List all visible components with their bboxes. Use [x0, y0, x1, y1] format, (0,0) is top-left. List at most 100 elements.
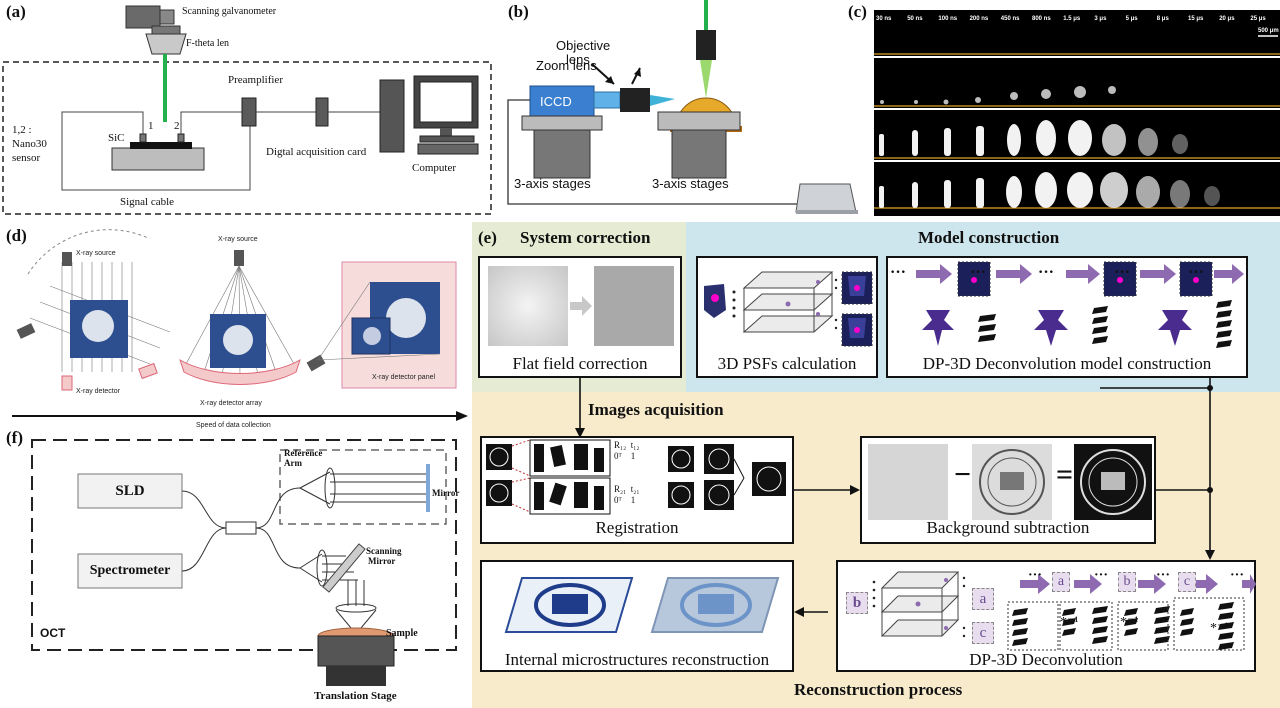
ellipsis-d1: ··· [1028, 568, 1043, 583]
digital-card-label: Digtal acquisition card [266, 146, 367, 158]
letter-c-seq: c [1178, 572, 1196, 592]
flow-connectors [575, 378, 1215, 617]
reference-arm-label-2: Arm [284, 458, 302, 468]
reconstruction-process-title: Reconstruction process [794, 680, 963, 699]
time-label: 50 ns [907, 16, 923, 22]
images-acquisition-title: Images acquisition [588, 400, 724, 419]
flat-field-box [478, 256, 682, 378]
panel-d-diagram [12, 229, 468, 421]
time-label: 3 μs [1094, 16, 1107, 22]
time-label: 8 μs [1156, 16, 1169, 22]
matrix-1: R₁₂ t₁₂ 0ᵀ 1 [614, 440, 640, 461]
ellipsis-4: ··· [1114, 264, 1131, 281]
equals-sign: = [1056, 458, 1074, 491]
time-label: 30 ns [876, 16, 892, 22]
sensor-label-1: 1,2 : [12, 124, 32, 136]
minus-sign: − [954, 458, 972, 491]
dp3d-deconv-box: b a c a b c ··· ··· ··· ··· [836, 560, 1256, 672]
flat-field-input-image [488, 266, 568, 346]
ellipsis-d2: ··· [1094, 568, 1109, 583]
panel-f-diagram [31, 439, 457, 686]
mirror-label: Mirror [432, 488, 460, 498]
letter-c-mid: c [972, 622, 994, 644]
background-subtraction-caption: Background subtraction [926, 518, 1090, 537]
panel-b-diagram [507, 0, 858, 214]
time-label: 100 ns [938, 16, 958, 22]
time-label: 20 μs [1219, 16, 1235, 22]
scanning-galvanometer-label: Scanning galvanometer [182, 6, 277, 17]
sensor-label-3: sensor [12, 152, 41, 164]
right-arrow-icon [570, 296, 592, 316]
time-label: 450 ns [1000, 16, 1020, 22]
panel-e-label: (e) [478, 228, 497, 247]
time-label: 800 ns [1032, 16, 1051, 22]
oct-label: OCT [40, 626, 66, 640]
inverse-op-2: *⁻¹ [1120, 615, 1139, 630]
matrix-2: R₂₁ t₂₁ 0ᵀ 1 [614, 484, 640, 505]
xray-detector-left-label: X-ray detector [76, 388, 120, 395]
background-image [868, 444, 948, 520]
ellipsis-3: ··· [1038, 264, 1055, 281]
dp3d-model-caption: DP-3D Deconvolution model construction [922, 354, 1212, 373]
time-label: 15 μs [1188, 16, 1204, 22]
stage-right-label: 3-axis stages [652, 176, 729, 191]
objective-lens-label-2: lens [566, 52, 590, 67]
xray-source-mid-label: X-ray source [218, 236, 258, 243]
panel-d-label: (d) [6, 226, 27, 245]
raw-image [972, 444, 1052, 520]
reference-arm-label-1: Reference [284, 448, 323, 458]
zoom-lens-label: Zoom lens [536, 58, 597, 73]
ellipsis-2: ··· [970, 264, 987, 281]
inverse-op-1: *⁻¹ [1060, 615, 1079, 630]
registration-box: R₁₂ t₁₂ 0ᵀ 1 R₂₁ t₂₁ 0ᵀ 1 [480, 436, 794, 544]
signal-cable-label: Signal cable [120, 196, 175, 208]
model-construction-title: Model construction [918, 228, 1060, 247]
translation-stage-label: Translation Stage [314, 690, 397, 702]
registration-caption: Registration [595, 518, 679, 537]
time-label: 25 μs [1250, 16, 1266, 22]
iccd-label: ICCD [540, 94, 572, 109]
subtracted-image [1074, 444, 1152, 520]
xray-detector-panel-label: X-ray detector panel [372, 374, 436, 381]
xray-detector-array-label: X-ray detector array [200, 400, 262, 407]
scanning-mirror-label-1: Scanning [366, 546, 402, 556]
sic-label: SiC [108, 132, 125, 144]
panel-a-diagram [2, 5, 492, 215]
panel-a-label: (a) [6, 2, 26, 21]
ellipsis-1: ··· [890, 264, 907, 281]
inverse-op-3: *⁻¹ [1210, 621, 1229, 636]
internal-recon-caption: Internal microstructures reconstruction [504, 650, 770, 669]
flat-field-output-image [594, 266, 674, 346]
computer-label: Computer [412, 162, 456, 174]
letter-b-seq: b [1118, 572, 1136, 592]
speed-label: Speed of data collection [196, 422, 271, 429]
preamplifier-label: Preamplifier [228, 74, 283, 86]
system-correction-title: System correction [520, 228, 651, 247]
scale-bar-label: 500 μm [1258, 28, 1279, 34]
letter-a-seq: a [1052, 572, 1070, 592]
sensor-label-2: Nano30 [12, 138, 47, 150]
ellipsis-d4: ··· [1230, 568, 1245, 583]
time-label: 200 ns [969, 16, 989, 22]
psf-caption: 3D PSFs calculation [717, 354, 857, 373]
panel-f-label: (f) [6, 428, 23, 447]
time-label: 5 μs [1125, 16, 1138, 22]
panel-c-label: (c) [848, 2, 867, 21]
xray-source-left-label: X-ray source [76, 250, 116, 257]
scanning-mirror-label-2: Mirror [368, 556, 396, 566]
sample-label: Sample [386, 628, 418, 639]
objective-lens-label-1: Objective [556, 38, 611, 53]
sld-box: SLD [115, 482, 145, 499]
time-label: 1.5 μs [1063, 16, 1081, 22]
psf-box [696, 256, 878, 378]
panel-b-label: (b) [508, 2, 529, 21]
f-theta-lens-label: F-theta len [186, 38, 230, 49]
flat-field-caption: Flat field correction [512, 354, 648, 373]
spectrometer-box: Spectrometer [89, 563, 171, 578]
letter-a-mid: a [972, 588, 994, 610]
ellipsis-5: ··· [1188, 264, 1205, 281]
sensor-num-2: 2 [174, 120, 180, 132]
dp3d-model-box: ··· ··· ··· ··· ··· [886, 256, 1248, 378]
letter-b-left: b [846, 592, 868, 614]
internal-recon-box [480, 560, 794, 672]
